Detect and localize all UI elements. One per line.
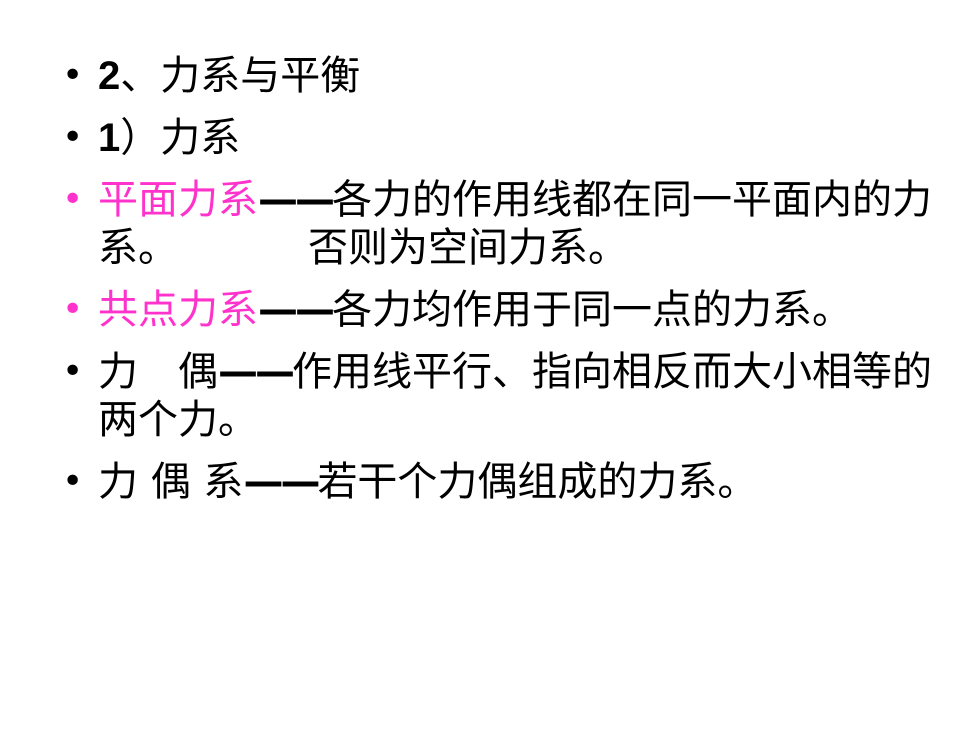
bullet-dot: • <box>62 351 84 392</box>
em-dash: —— <box>258 177 335 223</box>
bullet-force-system: • 1）力系 <box>58 114 938 162</box>
term: 平面力系 <box>98 177 258 223</box>
bullet-dot: • <box>62 179 84 220</box>
em-dash: —— <box>243 459 320 505</box>
term: 力 偶 <box>98 349 218 395</box>
definition: 各力均作用于同一点的力系。 <box>332 287 852 333</box>
bullet-dot: • <box>62 289 84 330</box>
em-dash: —— <box>218 349 295 395</box>
section-title: 、力系与平衡 <box>120 53 361 99</box>
subsection-title: ）力系 <box>120 115 241 161</box>
section-number: 2 <box>98 54 121 98</box>
bullet-force-system-balance: • 2、力系与平衡 <box>58 52 938 100</box>
bullet-planar-force-system: • 平面力系——各力的作用线都在同一平面内的力系。否则为空间力系。 <box>58 176 938 272</box>
term: 共点力系 <box>98 287 258 333</box>
definition: 若干个力偶组成的力系。 <box>317 459 758 505</box>
bullet-dot: • <box>62 461 84 502</box>
em-dash: —— <box>258 287 335 333</box>
definition-extra: 否则为空间力系。 <box>308 225 628 271</box>
definition: 作用线平行、指向相反而大小相等的两个力。 <box>98 349 932 443</box>
bullet-couple-system: • 力 偶 系——若干个力偶组成的力系。 <box>58 458 938 506</box>
subsection-number: 1 <box>98 116 121 160</box>
bullet-dot: • <box>62 117 84 158</box>
bullet-couple: • 力 偶——作用线平行、指向相反而大小相等的两个力。 <box>58 348 938 444</box>
definition: 各力的作用线都在同一平面内的力系。 <box>98 177 932 271</box>
bullet-dot: • <box>62 55 84 96</box>
term: 力 偶 系 <box>98 459 244 505</box>
bullet-concurrent-force-system: • 共点力系——各力均作用于同一点的力系。 <box>58 286 938 334</box>
bullet-list: • 2、力系与平衡 • 1）力系 • 平面力系——各力的作用线都在同一平面内的力… <box>58 52 938 520</box>
